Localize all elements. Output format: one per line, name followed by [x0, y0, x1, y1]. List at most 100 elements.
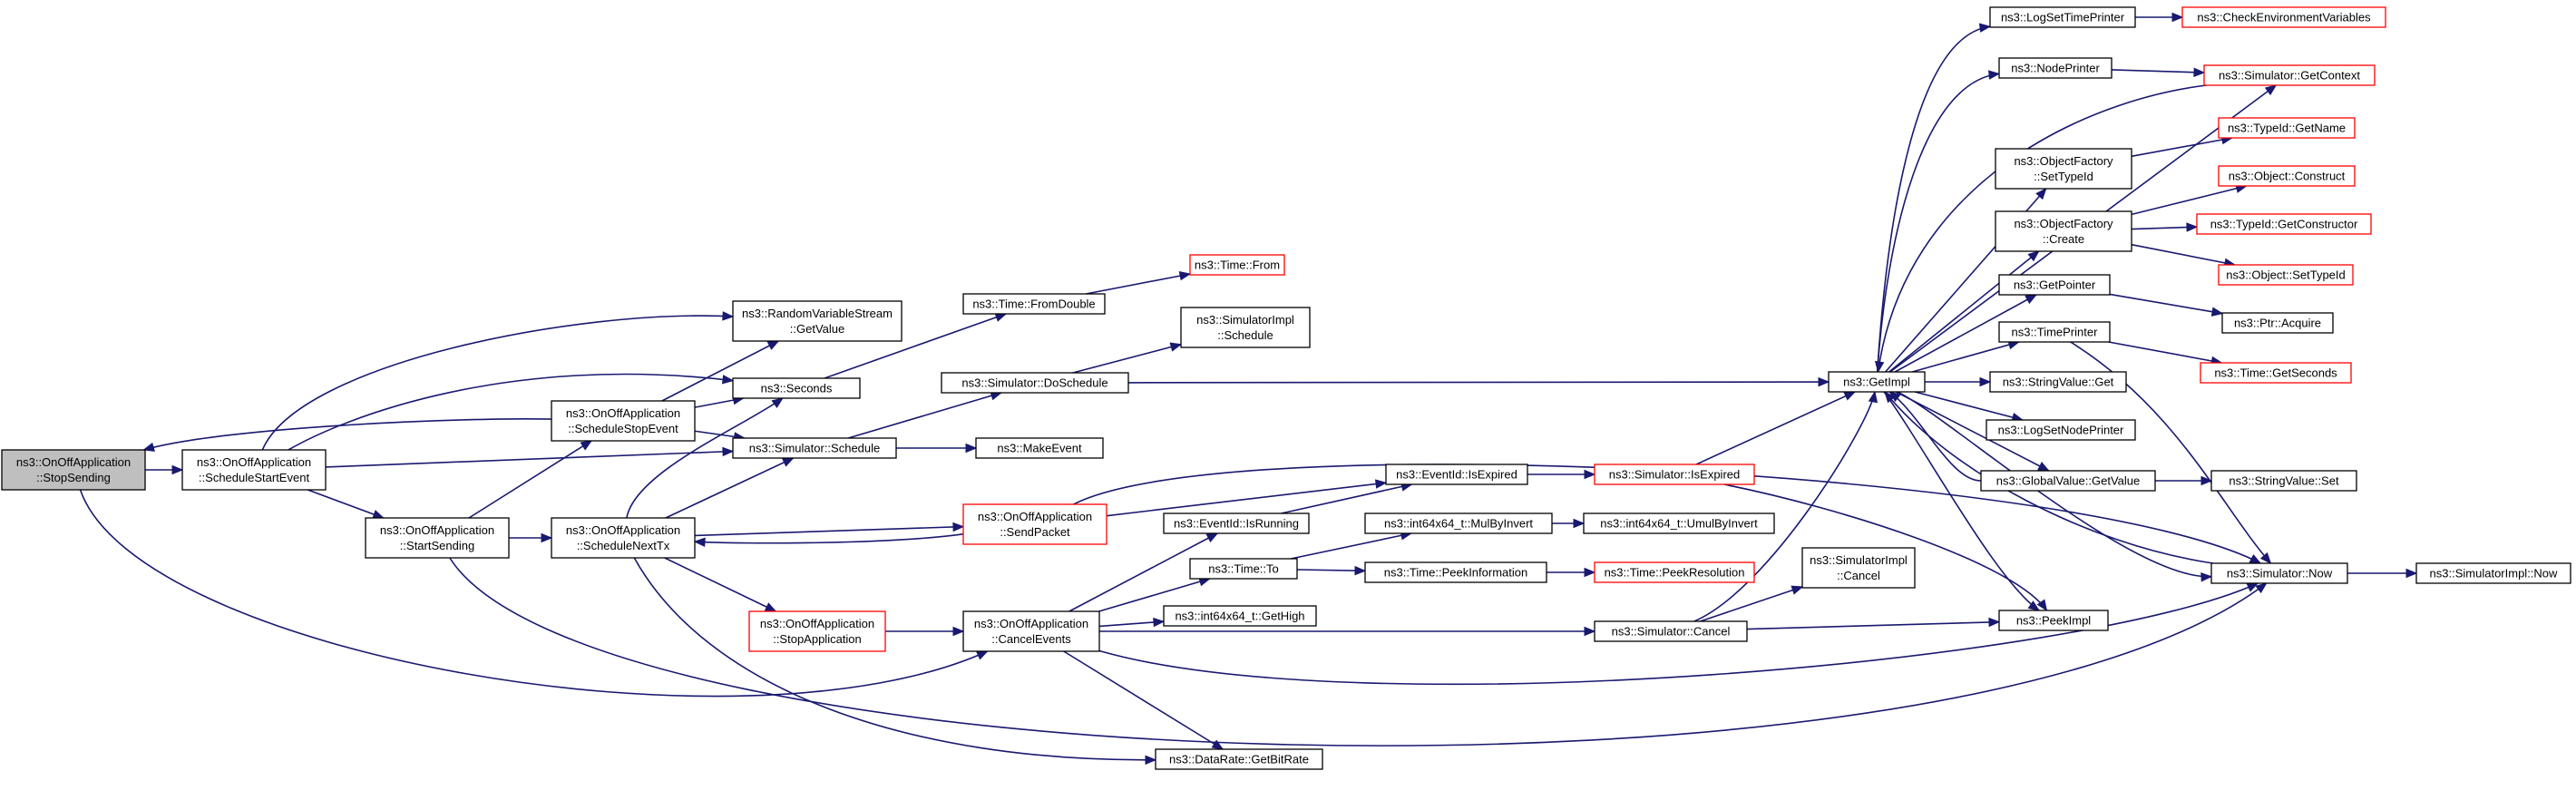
arrowhead	[142, 442, 155, 452]
node-typeidgetctor[interactable]: ns3::TypeId::GetConstructor	[2196, 213, 2372, 235]
edge-line	[1700, 586, 1803, 622]
node-eventisexpired[interactable]: ns3::EventId::IsExpired	[1385, 464, 1528, 485]
node-stringvalueget[interactable]: ns3::StringValue::Get	[1989, 371, 2127, 393]
edge-simdoschedule-to-simimplschedule	[1072, 342, 1183, 374]
node-simschedule[interactable]: ns3::Simulator::Schedule	[732, 437, 897, 459]
node-logsettimeprinter[interactable]: ns3::LogSetTimePrinter	[1989, 6, 2136, 28]
node-peekinfo[interactable]: ns3::Time::PeekInformation	[1364, 561, 1547, 583]
node-simcancel[interactable]: ns3::Simulator::Cancel	[1594, 620, 1748, 642]
edge-line	[2070, 341, 2271, 564]
node-startsending[interactable]: ns3::OnOffApplication::StartSending	[365, 517, 510, 559]
node-box	[1189, 558, 1298, 580]
node-umulbyinvert[interactable]: ns3::int64x64_t::UmulByInvert	[1583, 512, 1775, 534]
node-label: ns3::RandomVariableStream	[742, 307, 893, 320]
node-label: ns3::Time::GetSeconds	[2214, 366, 2337, 380]
edge-getimpl-to-logsetnodeprinter	[1914, 391, 2025, 423]
node-typeidgetname[interactable]: ns3::TypeId::GetName	[2218, 117, 2356, 139]
edge-simcancel-to-simimplcancel	[1700, 585, 1804, 622]
node-gethigh[interactable]: ns3::int64x64_t::GetHigh	[1163, 605, 1317, 627]
node-simnow[interactable]: ns3::Simulator::Now	[2210, 562, 2348, 584]
edge-stopapp-to-cancelevents	[885, 626, 965, 637]
node-logsetnodeprinter[interactable]: ns3::LogSetNodePrinter	[1986, 419, 2136, 441]
node-stopapp[interactable]: ns3::OnOffApplication::StopApplication	[748, 610, 886, 652]
edge-line	[143, 418, 552, 451]
edge-line	[1063, 650, 1224, 750]
edge-nodeprinter-to-simgetcontext	[2111, 67, 2206, 77]
node-label: ns3::OnOffApplication	[566, 523, 680, 537]
node-timeto[interactable]: ns3::Time::To	[1189, 558, 1298, 580]
edge-simcancel-to-getimpl	[1693, 390, 1878, 622]
node-peekres[interactable]: ns3::Time::PeekResolution	[1594, 561, 1755, 583]
edge-startsending-to-simnow	[449, 557, 2268, 747]
node-simisexpired[interactable]: ns3::Simulator::IsExpired	[1594, 464, 1755, 485]
node-cancelevents[interactable]: ns3::OnOffApplication::CancelEvents	[962, 610, 1100, 652]
node-box	[2221, 312, 2334, 334]
edge-timeprinter-to-timegetseconds	[2108, 341, 2223, 366]
node-seconds[interactable]: ns3::Seconds	[732, 377, 861, 399]
node-simdoschedule[interactable]: ns3::Simulator::DoSchedule	[941, 372, 1129, 394]
node-simgetcontext[interactable]: ns3::Simulator::GetContext	[2203, 64, 2376, 86]
node-label: ns3::DataRate::GetBitRate	[1169, 753, 1309, 766]
edge-line	[1894, 294, 2037, 373]
node-label: ns3::Simulator::Now	[2227, 567, 2333, 581]
arrowhead	[1988, 70, 2001, 80]
node-peekimpl[interactable]: ns3::PeekImpl	[1998, 610, 2109, 631]
arrowhead	[722, 446, 735, 457]
node-globalvalueget[interactable]: ns3::GlobalValue::GetValue	[1980, 470, 2156, 492]
edge-getimpl-to-timeprinter	[1911, 340, 2021, 373]
node-mulbyinvert[interactable]: ns3::int64x64_t::MulByInvert	[1364, 512, 1553, 534]
node-timefromdouble[interactable]: ns3::Time::FromDouble	[962, 293, 1106, 315]
node-simimplnow[interactable]: ns3::SimulatorImpl::Now	[2415, 562, 2571, 584]
arrowhead	[2249, 554, 2262, 564]
arrowhead	[2037, 462, 2050, 472]
node-makeevent[interactable]: ns3::MakeEvent	[975, 437, 1104, 459]
node-schedstop[interactable]: ns3::OnOffApplication::ScheduleStopEvent	[551, 400, 696, 442]
node-timeprinter[interactable]: ns3::TimePrinter	[1998, 321, 2111, 343]
edge-startsending-to-schedstop	[468, 440, 593, 519]
node-label: ns3::Time::To	[1208, 562, 1279, 576]
node-box	[1980, 470, 2156, 492]
node-label: ::GetValue	[790, 322, 844, 336]
node-box	[732, 437, 897, 459]
node-timefrom[interactable]: ns3::Time::From	[1189, 254, 1285, 276]
edge-schedstop-to-stopsending	[142, 418, 552, 452]
node-getimpl[interactable]: ns3::GetImpl	[1828, 371, 1926, 393]
arrowhead	[764, 602, 777, 612]
node-simimplcancel[interactable]: ns3::SimulatorImpl::Cancel	[1801, 547, 1916, 589]
arrowhead	[1354, 565, 1367, 576]
node-getpointer[interactable]: ns3::GetPointer	[1998, 274, 2111, 296]
node-label: ns3::OnOffApplication	[760, 617, 874, 630]
node-stopsending[interactable]: ns3::OnOffApplication::StopSending	[1, 449, 146, 491]
edge-stopsending-to-schedstart	[145, 464, 184, 475]
node-objfactcreate[interactable]: ns3::ObjectFactory::Create	[1995, 210, 2132, 252]
edge-timeto-to-mulbyinvert	[1290, 531, 1413, 560]
edge-getimpl-to-stringvalueget	[1925, 376, 1992, 387]
node-objfactsettypeid[interactable]: ns3::ObjectFactory::SetTypeId	[1995, 148, 2132, 190]
edge-line	[1086, 273, 1191, 295]
edge-line	[1895, 391, 2050, 472]
node-objconstruct[interactable]: ns3::Object::Construct	[2218, 165, 2356, 187]
edge-eventisexpired-to-simisexpired	[1527, 469, 1596, 480]
node-eventisrunning[interactable]: ns3::EventId::IsRunning	[1163, 512, 1310, 534]
node-label: ns3::LogSetNodePrinter	[1998, 424, 2124, 437]
arrowhead	[1374, 479, 1388, 489]
node-label: ns3::SimulatorImpl::Now	[2430, 567, 2558, 581]
edges-layer	[79, 12, 2418, 766]
node-objsettypeid[interactable]: ns3::Object::SetTypeId	[2218, 264, 2354, 286]
node-stringvalueset[interactable]: ns3::StringValue::Set	[2210, 470, 2357, 492]
node-randvar[interactable]: ns3::RandomVariableStream::GetValue	[732, 300, 903, 342]
node-sendpacket[interactable]: ns3::OnOffApplication::SendPacket	[962, 503, 1107, 545]
node-checkenv[interactable]: ns3::CheckEnvironmentVariables	[2181, 6, 2386, 28]
node-nodeprinter[interactable]: ns3::NodePrinter	[1998, 57, 2113, 79]
node-getbitrate[interactable]: ns3::DataRate::GetBitRate	[1155, 748, 1323, 770]
node-box	[2218, 165, 2356, 187]
edge-getimpl-to-objfactcreate	[1888, 250, 2040, 373]
arrowhead	[1979, 376, 1992, 387]
node-ptracquire[interactable]: ns3::Ptr::Acquire	[2221, 312, 2334, 334]
edge-getimpl-to-peekimpl	[1883, 391, 2041, 611]
edge-line	[2131, 185, 2247, 216]
node-simimplschedule[interactable]: ns3::SimulatorImpl::Schedule	[1180, 307, 1311, 348]
node-schednexttx[interactable]: ns3::OnOffApplication::ScheduleNextTx	[551, 517, 696, 559]
node-timegetseconds[interactable]: ns3::Time::GetSeconds	[2200, 362, 2352, 384]
node-schedstart[interactable]: ns3::OnOffApplication::ScheduleStartEven…	[181, 449, 327, 491]
